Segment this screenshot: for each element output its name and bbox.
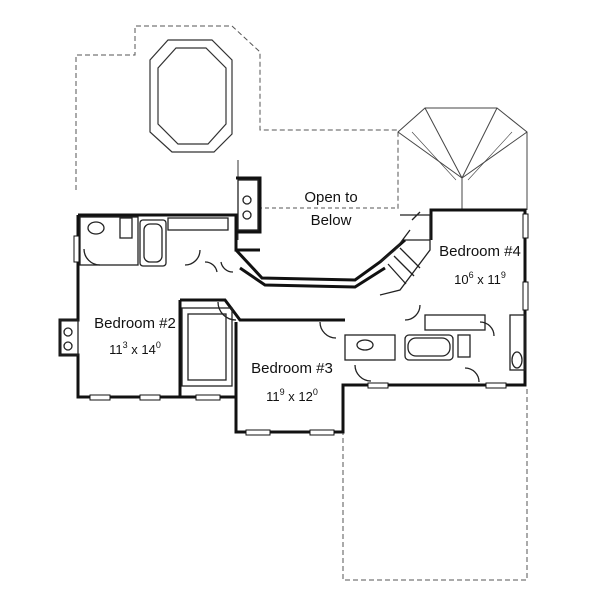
- bedroom4-name: Bedroom #4: [439, 243, 521, 260]
- bedroom2-dimensions: 113 x 140: [109, 340, 161, 357]
- roof-outlines: [75, 25, 528, 581]
- skylight: [149, 39, 239, 240]
- bedroom4-dimensions: 106 x 119: [454, 270, 506, 287]
- open-to-below-line1: Open to: [304, 189, 358, 206]
- windows: [73, 213, 529, 436]
- bedroom3-name: Bedroom #3: [251, 360, 333, 377]
- bedroom3-dimensions: 119 x 120: [266, 387, 318, 404]
- bay-roof: [397, 107, 528, 210]
- open-to-below-label: Open to Below: [288, 186, 374, 232]
- fixtures: [59, 179, 526, 387]
- open-to-below-line2: Below: [310, 212, 352, 229]
- bedroom2-name: Bedroom #2: [94, 315, 176, 332]
